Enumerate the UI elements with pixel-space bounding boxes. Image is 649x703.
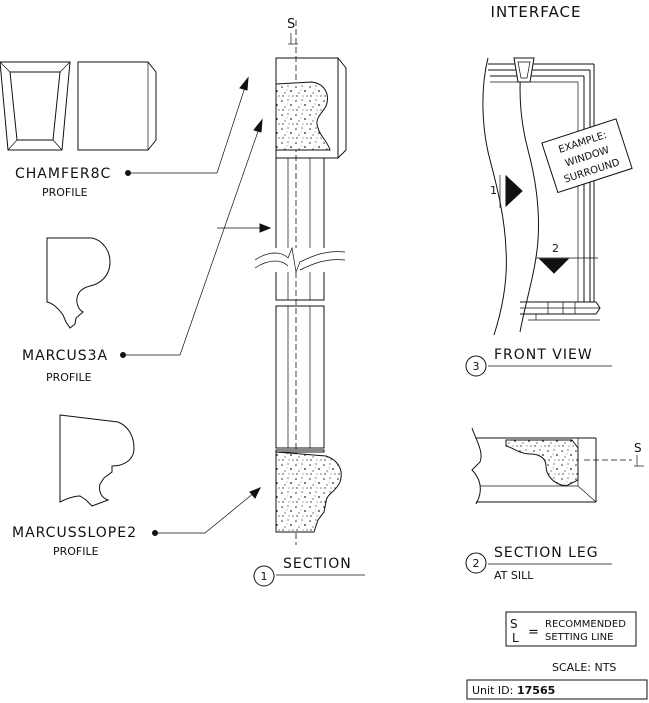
marcus3a-label: MARCUS3A — [22, 348, 108, 364]
cut-1-number: 1 — [490, 184, 497, 197]
marcusslope2-label: MARCUSSLOPE2 — [12, 525, 137, 541]
profile-leaders — [120, 76, 272, 536]
marcus3a-profile-drawing — [46, 237, 111, 329]
section-drawing: S — [250, 17, 347, 545]
chamfer8c-sub: PROFILE — [42, 186, 88, 199]
section-leg-sub: AT SILL — [494, 569, 534, 582]
marcus3a-sub: PROFILE — [46, 371, 92, 384]
cut-2-number: 2 — [552, 242, 559, 255]
legend-equals: = — [528, 625, 539, 640]
setting-line-legend: S L = RECOMMENDED SETTING LINE — [505, 611, 637, 647]
legend-symbol-s: S — [510, 617, 518, 631]
front-view-drawing — [482, 57, 601, 336]
legend-symbol-l: L — [512, 631, 519, 645]
marcusslope2-sub: PROFILE — [53, 545, 99, 558]
marcusslope2-profile-drawing — [59, 414, 135, 507]
section-leg-number-circle — [465, 552, 487, 574]
chamfer8c-label: CHAMFER8C — [15, 166, 111, 182]
unit-id-value: 17565 — [517, 684, 555, 697]
legend-line-1: RECOMMENDED — [545, 619, 626, 630]
front-view-number-circle — [465, 355, 487, 377]
legend-line-2: SETTING LINE — [545, 632, 613, 643]
section-leg-drawing: S — [471, 427, 644, 505]
front-view-title: FRONT VIEW — [494, 347, 593, 363]
example-tag: EXAMPLE: WINDOW SURROUND — [541, 118, 633, 194]
scale-label: SCALE: NTS — [552, 661, 616, 674]
section-leg-title: SECTION LEG — [494, 545, 599, 561]
unit-id-box — [466, 679, 648, 700]
svg-text:S: S — [634, 441, 642, 455]
chamfer8c-profile-drawing — [0, 61, 157, 151]
section-number-circle — [253, 565, 275, 587]
section-leg-number: 2 — [473, 557, 480, 570]
unit-id-label: Unit ID: — [472, 684, 513, 697]
section-number: 1 — [261, 570, 268, 583]
front-view-number: 3 — [473, 360, 480, 373]
svg-text:S: S — [287, 17, 295, 32]
section-title: SECTION — [283, 556, 352, 572]
interface-title: INTERFACE — [491, 3, 582, 21]
